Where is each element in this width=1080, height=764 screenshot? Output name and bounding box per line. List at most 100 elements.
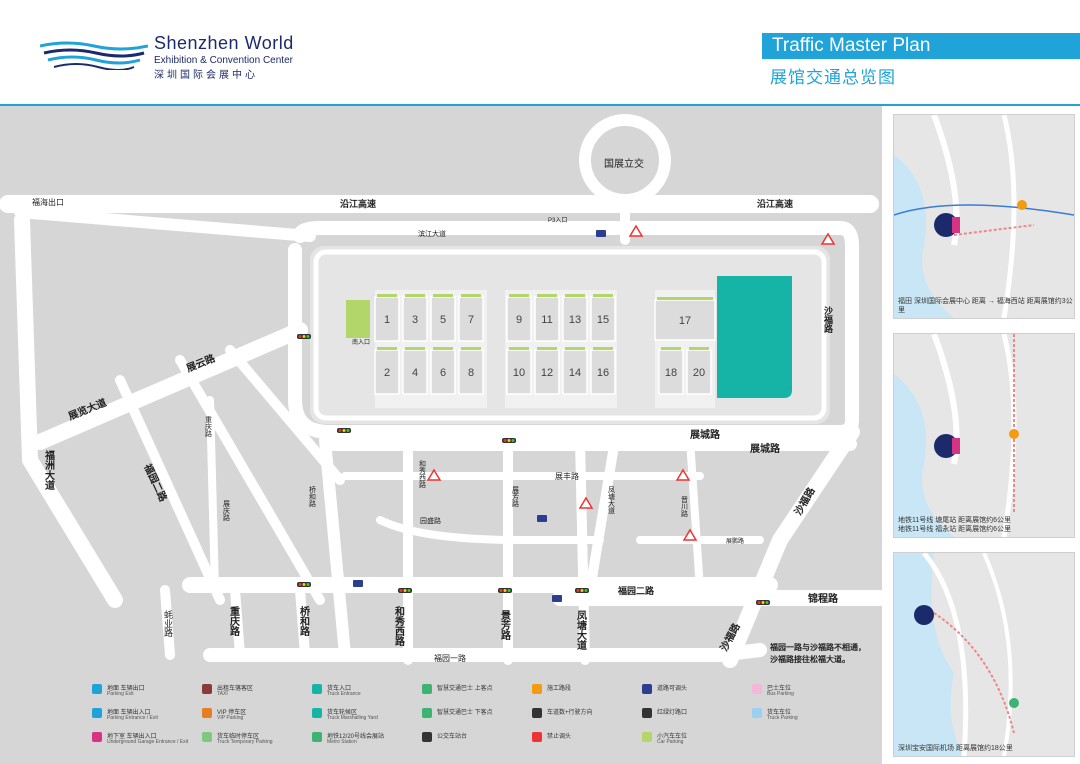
legend-icon (532, 732, 542, 742)
hall-15-label: 15 (597, 314, 609, 326)
label-yuansheng: 园盛路 (420, 516, 441, 525)
hall-2 (374, 349, 400, 395)
label-zhanfang: 展芳路 (512, 486, 520, 508)
label-chongqing: 重庆路 (228, 605, 241, 637)
legend-en: Bus Parking (767, 691, 794, 697)
logo-cn: 深圳国际会展中心 (154, 70, 258, 81)
legend-en: Truck Marshalling Yard (327, 715, 378, 721)
hall-14-label: 14 (569, 367, 581, 379)
hall-6-parking-strip (433, 347, 453, 350)
legend-icon (422, 708, 432, 718)
legend-en: Car Parking (657, 739, 684, 745)
legend-en: TAXI (217, 691, 228, 697)
legend-icon (642, 684, 652, 694)
hall-10 (506, 349, 532, 395)
logo-text: Shenzhen World Exhibition & Convention C… (154, 33, 294, 81)
hall-2-parking-strip (377, 347, 397, 350)
legend-icon (752, 708, 762, 718)
legend-cn: 道路可调头 (657, 686, 688, 692)
legend-icon (422, 732, 432, 742)
legend-item: 道路可调头 (642, 682, 750, 704)
legend-icon (642, 732, 652, 742)
side-map-2-caption: 地铁11号线 塘尾站 距离展馆约6公里 地铁11号线 福永站 距离展馆约6公里 (898, 516, 1011, 534)
legend-cn: 红绿灯路口 (657, 710, 688, 716)
hall-10-label: 10 (513, 367, 525, 379)
legend-cn: 地下室 车辆出入口 (107, 734, 157, 740)
legend-en: Truck Temporary Parking (217, 739, 273, 745)
hall-13 (562, 296, 588, 342)
side-map-2-graphic (894, 334, 1074, 537)
hall-3-label: 3 (412, 314, 418, 326)
label-qiaohe: 桥和路 (298, 605, 311, 637)
legend-cn: 货车轮候区 (327, 710, 358, 716)
hall-12-parking-strip (537, 347, 557, 350)
side-map-3-caption: 深圳宝安国际机场 距离展馆约18公里 (898, 745, 1013, 752)
hall-9-label: 9 (516, 314, 522, 326)
hall-20-parking-strip (689, 347, 709, 350)
label-fuyuan1: 福园一路 (434, 653, 466, 663)
label-chongqing-small: 重庆路 (205, 416, 213, 438)
legend-en: VIP Parking (217, 715, 244, 721)
hall-12 (534, 349, 560, 395)
legend-cn: 小汽车车位 (657, 734, 688, 740)
label-p3-entry: P3入口 (548, 217, 567, 224)
label-zhanpeng: 展鹏路 (726, 537, 744, 545)
hall-13-label: 13 (569, 314, 581, 326)
label-fuyuan2-main: 福园二路 (617, 585, 655, 596)
legend-cn: 智慧交通巴士 上客点 (437, 686, 493, 692)
plan-title-cn: 展馆交通总览图 (770, 68, 896, 87)
hall-7-label: 7 (468, 314, 474, 326)
label-zhancheng-b: 展城路 (750, 442, 781, 455)
hall-17-parking-strip (657, 297, 713, 300)
legend-icon (202, 708, 212, 718)
legend-cn: 货车临时停车区 (217, 734, 260, 740)
label-fengtang-small: 凤塘大道 (608, 486, 616, 515)
legend-icon (642, 708, 652, 718)
legend-icon (752, 684, 762, 694)
hall-11-parking-strip (537, 294, 557, 297)
legend-cn: 货车入口 (327, 686, 352, 692)
hall-10-parking-strip (509, 347, 529, 350)
header: Shenzhen World Exhibition & Convention C… (0, 0, 1080, 106)
label-fuzhou: 福洲大道 (43, 449, 56, 491)
logo-icon (40, 41, 148, 70)
label-shaofu-east: 沙福路 (823, 306, 834, 334)
hall-4-label: 4 (412, 367, 418, 379)
label-qiaohe-small: 桥和路 (309, 485, 317, 508)
legend-cn: 施工路段 (547, 686, 572, 692)
hall-14-parking-strip (565, 347, 585, 350)
hall-4-parking-strip (405, 347, 425, 350)
label-fengtang: 凤塘大道 (575, 610, 587, 651)
label-jingfang: 景芳路 (499, 610, 511, 641)
hall-16-label: 16 (597, 367, 609, 379)
legend-cn: 出租车落客区 (217, 686, 254, 692)
hall-5-label: 5 (440, 314, 446, 326)
side-map-1-caption: 福田 深圳国际会展中心 距离 → 福海西站 距离展馆约3公里 (898, 298, 1073, 314)
hall-1-parking-strip (377, 294, 397, 297)
label-hexiu-small: 和秀西路 (419, 459, 427, 489)
label-heyixi: 和秀西路 (393, 605, 406, 647)
logo-subtitle: Exhibition & Convention Center (154, 55, 293, 66)
hall-3 (402, 296, 428, 342)
hall-9-parking-strip (509, 294, 529, 297)
legend-cn: 地铁12/20号线会展站 (327, 734, 385, 740)
hall-16 (590, 349, 616, 395)
label-south-entry: 南入口 (352, 338, 370, 346)
road-network (0, 114, 882, 668)
legend-cn: 地面 车辆出口 (107, 686, 145, 692)
side-map-2-caption-2: 地铁11号线 福永站 距离展馆约6公里 (898, 526, 1012, 533)
hall-18-label: 18 (665, 367, 677, 379)
hall-18 (658, 349, 684, 395)
